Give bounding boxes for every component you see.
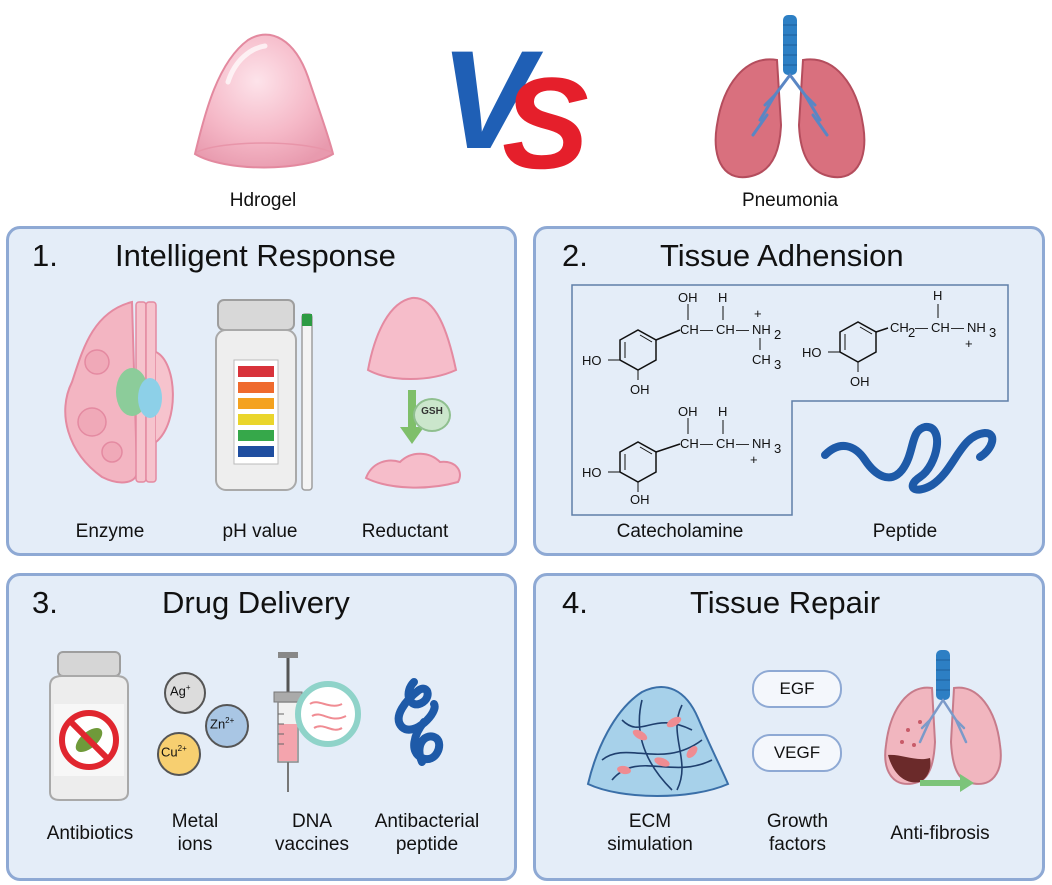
svg-text:H: H (933, 288, 942, 303)
ph-value-label: pH value (222, 521, 298, 542)
zn-ion-charge: 2+ (225, 716, 235, 725)
svg-text:CH: CH (931, 320, 950, 335)
dna-vaccines-label: DNA vaccines (262, 810, 362, 856)
svg-text:3: 3 (774, 441, 781, 456)
vs-logo: V S (440, 21, 589, 196)
svg-text:+: + (965, 336, 973, 351)
antibacterial-peptide-text: Antibacterial peptide (374, 811, 480, 855)
panel-tissue-adhension (533, 226, 1045, 556)
catecholamine-label: Catecholamine (616, 521, 744, 542)
gsh-badge (413, 398, 451, 432)
svg-text:2: 2 (774, 327, 781, 342)
panel-3-title: Drug Delivery (162, 585, 350, 620)
ecm-scaffold-icon (586, 686, 730, 797)
ag-ion-bubble (164, 672, 206, 714)
ecm-simulation-label: ECM simulation (590, 810, 710, 856)
svg-text:OH: OH (630, 492, 650, 507)
antibiotics-bottle-icon (49, 651, 129, 801)
svg-text:2: 2 (908, 325, 915, 340)
cu-ion-bubble (157, 732, 201, 776)
ecm-simulation-text: ECM simulation (607, 811, 693, 855)
svg-text:—: — (915, 320, 928, 335)
zn-ion-bubble (205, 704, 249, 748)
dna-vaccine-syringe-icon (273, 652, 361, 792)
svg-text:—: — (700, 322, 713, 337)
lungs-icon (714, 15, 866, 178)
svg-text:OH: OH (678, 290, 698, 305)
enzyme-label: Enzyme (75, 521, 145, 542)
catecholamine-frame (571, 284, 1009, 516)
svg-text:+: + (754, 306, 762, 321)
antibacterial-peptide-icon (394, 678, 444, 766)
hydrogel-label: Hdrogel (229, 190, 297, 211)
svg-text:OH: OH (630, 382, 650, 397)
ag-ion-charge: + (185, 683, 191, 692)
egf-pill: EGF (752, 670, 842, 708)
panel-4-number: 4. (562, 585, 588, 620)
zn-ion-label: Zn (210, 716, 226, 732)
growth-factors-text: Growth factors (766, 811, 829, 855)
svg-text:—: — (951, 320, 964, 335)
svg-text:—: — (736, 322, 749, 337)
dna-vaccines-text: DNA vaccines (275, 811, 349, 855)
panel-4-title: Tissue Repair (690, 585, 881, 620)
svg-text:CH: CH (680, 322, 699, 337)
svg-text:3: 3 (989, 325, 996, 340)
svg-text:NH: NH (752, 436, 771, 451)
molecule-dopamine: HO OH CH 2 — CH H — NH 3 + (802, 288, 996, 389)
peptide-label: Peptide (872, 521, 938, 542)
svg-text:CH: CH (890, 320, 909, 335)
svg-text:H: H (718, 290, 727, 305)
pneumonia-label: Pneumonia (741, 190, 839, 211)
svg-text:OH: OH (678, 404, 698, 419)
vs-letter-v: V (440, 21, 544, 178)
svg-text:CH: CH (716, 322, 735, 337)
anti-fibrosis-lungs-icon (884, 650, 1002, 792)
panel-3-number: 3. (32, 585, 58, 620)
gsh-label: GSH (421, 406, 443, 417)
enzyme-icon (64, 300, 174, 484)
svg-text:HO: HO (582, 465, 602, 480)
growth-factors-label: Growth factors (745, 810, 850, 856)
antibacterial-peptide-label: Antibacterial peptide (362, 810, 492, 856)
svg-text:NH: NH (752, 322, 771, 337)
ag-ion-label: Ag (170, 683, 186, 699)
molecule-norepinephrine: HO OH CH OH — CH H — NH 3 + (582, 404, 781, 507)
svg-text:CH: CH (716, 436, 735, 451)
svg-text:CH: CH (752, 352, 771, 367)
svg-text:—: — (700, 436, 713, 451)
anti-fibrosis-label: Anti-fibrosis (890, 823, 990, 844)
panel-1-number: 1. (32, 238, 58, 273)
svg-text:NH: NH (967, 320, 986, 335)
panel-2-number: 2. (562, 238, 588, 273)
svg-text:OH: OH (850, 374, 870, 389)
svg-text:HO: HO (582, 353, 602, 368)
metal-ions-text: Metal ions (171, 811, 219, 855)
peptide-icon (821, 423, 997, 494)
panel-2-title: Tissue Adhension (660, 238, 904, 273)
metal-ions-label: Metal ions (150, 810, 240, 856)
svg-text:+: + (750, 452, 758, 467)
ph-bottle-icon (215, 299, 313, 491)
svg-text:—: — (736, 436, 749, 451)
svg-text:CH: CH (680, 436, 699, 451)
antibiotics-label: Antibiotics (46, 823, 134, 844)
vs-letter-s: S (502, 50, 589, 196)
molecule-epinephrine: HO OH CH OH — CH H — NH 2 + CH 3 (582, 290, 781, 397)
vegf-pill: VEGF (752, 734, 842, 772)
reductant-label: Reductant (361, 521, 449, 542)
svg-text:H: H (718, 404, 727, 419)
cu-ion-charge: 2+ (177, 744, 187, 753)
svg-text:HO: HO (802, 345, 822, 360)
reductant-icon (364, 296, 461, 489)
cu-ion-label: Cu (161, 744, 178, 760)
svg-text:3: 3 (774, 357, 781, 372)
hydrogel-dome-icon (193, 33, 335, 169)
panel-1-title: Intelligent Response (115, 238, 396, 273)
